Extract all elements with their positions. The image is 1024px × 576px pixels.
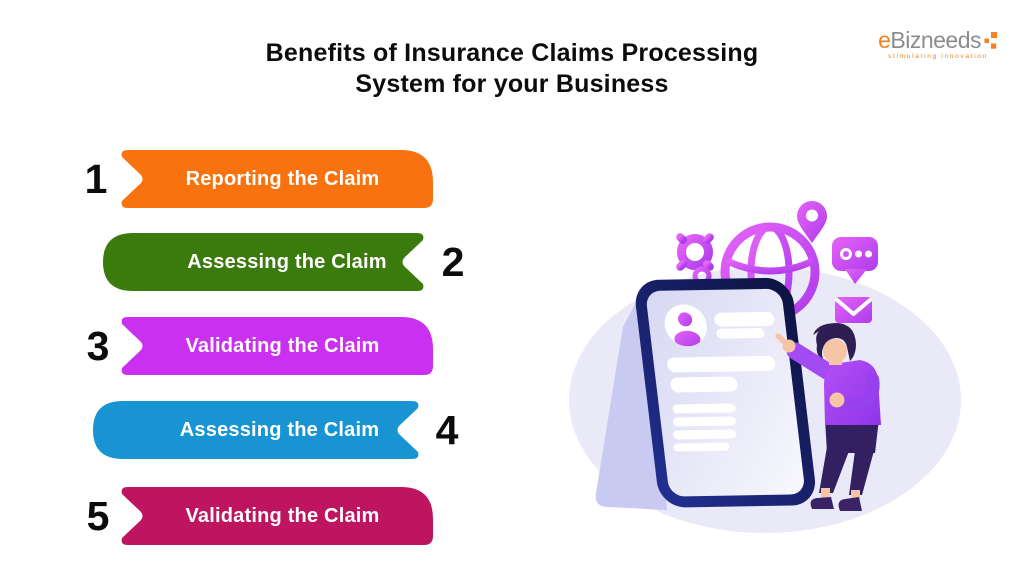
brand-logo: eBizneeds stimulating innovation — [878, 28, 998, 60]
ribbon-label: Reporting the Claim — [185, 168, 380, 190]
ribbon-banner: Validating the Claim — [120, 487, 433, 545]
step-row-1: 1 Reporting the Claim — [0, 150, 1024, 208]
brand-rest: Bizneeds — [890, 27, 981, 53]
user-avatar-icon — [664, 304, 707, 347]
brand-tagline: stimulating innovation — [888, 53, 988, 60]
step-row-2: Assessing the Claim 2 — [0, 233, 1024, 291]
step-number: 2 — [441, 239, 465, 285]
ribbon-shape — [103, 233, 424, 291]
person — [775, 323, 881, 511]
ribbon-banner: Reporting the Claim — [120, 150, 433, 208]
ribbon-label: Validating the Claim — [185, 335, 380, 357]
smartphone — [635, 277, 816, 508]
page-title: Benefits of Insurance Claims Processing … — [0, 38, 1024, 100]
ribbon-banner: Assessing the Claim — [103, 233, 425, 291]
brand-arrow-icon — [984, 32, 997, 49]
step-number: 4 — [435, 407, 459, 453]
person-bent-arm — [835, 373, 880, 412]
step-row-5: 5 Validating the Claim — [0, 487, 1024, 545]
person-torso — [824, 360, 881, 425]
ribbon-label: Assessing the Claim — [187, 251, 387, 273]
ribbon-banner: Validating the Claim — [120, 317, 433, 375]
chat-bubble-icon — [832, 237, 878, 284]
person-legs — [819, 419, 879, 495]
ribbon-label: Validating the Claim — [185, 505, 380, 527]
step-number: 3 — [86, 323, 110, 369]
ribbon-shape — [121, 487, 433, 545]
envelope-icon — [835, 297, 872, 323]
step-number: 1 — [84, 156, 108, 202]
person-face — [823, 339, 847, 363]
person-hair — [813, 323, 856, 361]
step-number: 5 — [86, 493, 110, 539]
step-row-3: 3 Validating the Claim — [0, 317, 1024, 375]
location-pin-icon — [797, 201, 827, 243]
ribbon-label: Assessing the Claim — [179, 419, 380, 441]
brand-prefix: e — [878, 27, 891, 53]
ribbon-shape — [93, 401, 419, 459]
ribbon-shape — [121, 317, 433, 375]
page-title-line1: Benefits of Insurance Claims Processing — [265, 39, 759, 67]
screen-text-bars — [667, 311, 776, 452]
person-shoes — [810, 497, 862, 511]
step-row-4: Assessing the Claim 4 — [0, 401, 1024, 459]
ribbon-banner: Assessing the Claim — [93, 401, 420, 459]
page-title-line2: System for your Business — [355, 70, 669, 98]
brand-wordmark: eBizneeds — [878, 28, 981, 52]
gear-icon — [670, 227, 720, 277]
ribbon-shape — [121, 150, 433, 208]
claims-illustration — [555, 195, 975, 555]
